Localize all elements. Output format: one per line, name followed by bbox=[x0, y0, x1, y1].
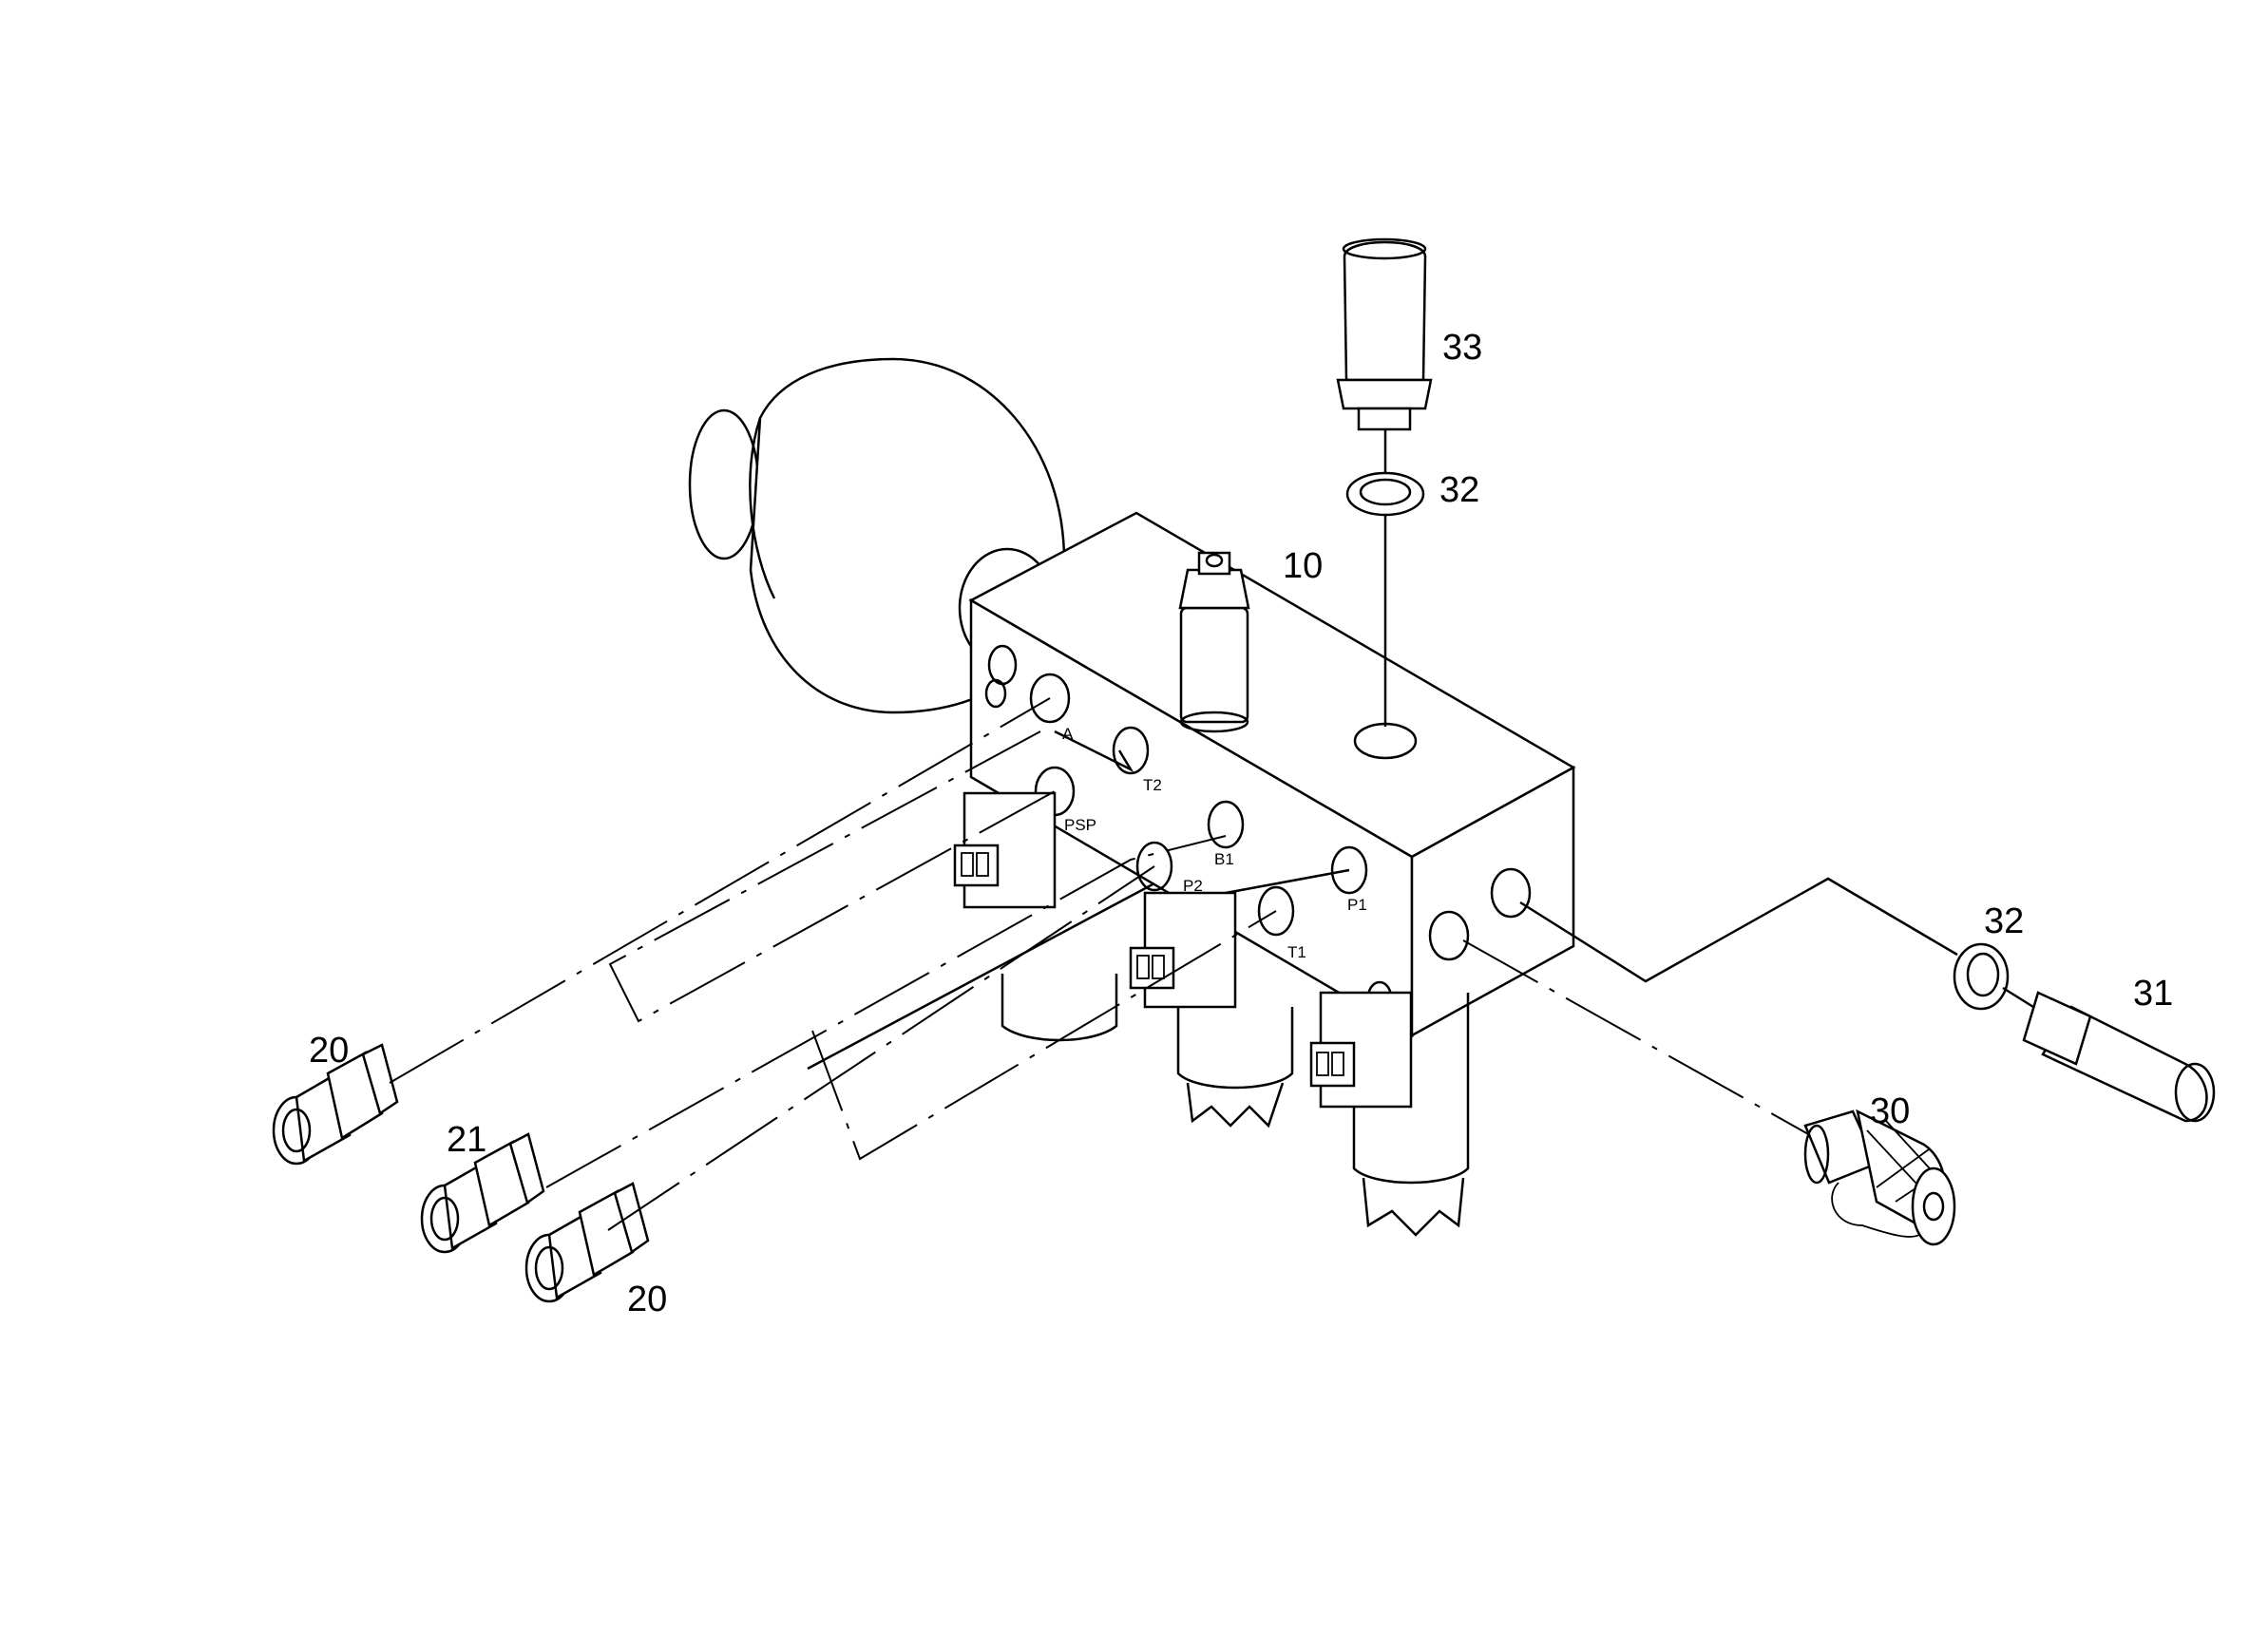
callout-33: 33 bbox=[1442, 328, 1482, 368]
port-label-b1: B1 bbox=[1214, 850, 1234, 868]
pressure-switch-10 bbox=[1178, 551, 1250, 733]
callout-32-right: 32 bbox=[1984, 901, 2024, 941]
port-labels: A T2 PSP B1 P2 P1 T1 bbox=[1062, 725, 1367, 961]
callout-20-lower: 20 bbox=[627, 1280, 667, 1319]
fitting-20-lower bbox=[524, 1182, 650, 1303]
valve-block bbox=[968, 511, 1576, 1038]
fitting-20-upper bbox=[272, 1043, 399, 1166]
fitting-21 bbox=[420, 1132, 545, 1254]
breather-33 bbox=[1336, 237, 1433, 431]
leader-32-31 bbox=[2002, 986, 2034, 1009]
seal-ring-32-top bbox=[1345, 471, 1425, 517]
solenoid-valves bbox=[953, 791, 1470, 1237]
callout-32-top: 32 bbox=[1439, 470, 1479, 510]
test-coupling-30 bbox=[1803, 1109, 1956, 1246]
port-label-p2: P2 bbox=[1183, 877, 1203, 895]
port-label-p1: P1 bbox=[1347, 896, 1367, 914]
port-label-t2: T2 bbox=[1143, 776, 1162, 794]
port-label-t1: T1 bbox=[1287, 943, 1306, 961]
callouts: 10 33 32 32 31 30 20 21 20 bbox=[309, 328, 2173, 1319]
leader-block-32-right bbox=[1519, 877, 1958, 983]
callout-21: 21 bbox=[447, 1120, 486, 1160]
leader-block-30 bbox=[1462, 939, 1811, 1136]
breather-31 bbox=[2022, 991, 2216, 1123]
callout-20-upper: 20 bbox=[309, 1031, 349, 1071]
callout-10: 10 bbox=[1283, 546, 1323, 586]
seal-ring-32-right bbox=[1953, 942, 2010, 1011]
callout-31: 31 bbox=[2133, 974, 2173, 1014]
leader-lines bbox=[389, 697, 1350, 1231]
callout-30: 30 bbox=[1870, 1091, 1910, 1131]
port-label-psp: PSP bbox=[1064, 816, 1096, 834]
